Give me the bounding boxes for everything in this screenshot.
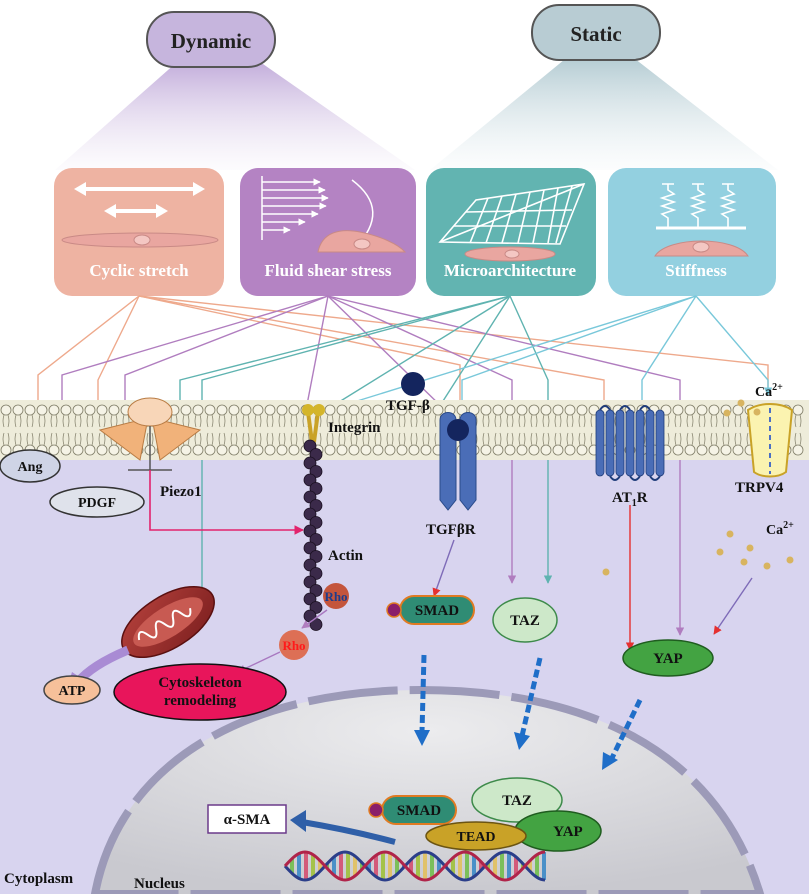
smad-nucleus-label: SMAD	[397, 803, 441, 819]
dynamic-cone	[55, 55, 415, 170]
cyclic-stretch-box: Cyclic stretch	[54, 168, 224, 296]
fluid-shear-box: Fluid shear stress	[240, 168, 416, 296]
rho-active: Rho	[323, 583, 349, 609]
atp-bubble	[43, 675, 101, 705]
actin-filament	[303, 439, 323, 631]
trpv4-to-yap-arrow	[713, 577, 753, 635]
trpv4-label: TRPV4	[735, 480, 784, 496]
atp-label: ATP	[59, 684, 86, 699]
yap-nucleus-label: YAP	[553, 824, 582, 840]
rho-2-label: Rho	[282, 638, 305, 653]
cytoskeleton-remodeling	[113, 663, 287, 721]
tead-label: TEAD	[457, 830, 496, 845]
at1r-receptor	[595, 405, 665, 481]
yap-label: YAP	[653, 651, 682, 667]
alpha-sma-box	[207, 804, 287, 834]
ca-inner-label: Ca2+	[766, 520, 794, 538]
ang-bubble	[0, 449, 61, 483]
smad-cytoplasm: SMAD	[386, 595, 475, 625]
integrin-label: Integrin	[328, 420, 381, 436]
nucleus-label: Nucleus	[134, 876, 185, 892]
alpha-sma-label: α-SMA	[224, 812, 271, 828]
cytoplasm-label: Cytoplasm	[4, 871, 74, 887]
static-cone	[430, 55, 778, 170]
smad-nucleus: SMAD	[368, 795, 457, 825]
rho-1-label: Rho	[324, 589, 347, 604]
nuclear-import-arrows	[419, 654, 643, 760]
microarchitecture-arrows	[175, 295, 553, 617]
tead-nucleus	[425, 821, 527, 851]
smad-to-sma-arrowhead	[290, 810, 306, 832]
bidirectional-arrow-icon	[74, 182, 205, 218]
stiffness-arrows	[311, 295, 773, 417]
cytoskeleton-label-1: Cytoskeleton	[158, 675, 242, 691]
fluid-shear-label: Fluid shear stress	[265, 261, 392, 280]
taz-label: TAZ	[510, 613, 540, 629]
actin-label: Actin	[328, 548, 364, 564]
taz-cytoplasm	[492, 597, 558, 643]
taz-nucleus	[471, 777, 563, 823]
dna-helix	[283, 850, 546, 882]
calcium-ions	[602, 399, 794, 576]
taz-nucleus-label: TAZ	[502, 793, 532, 809]
tgfbr-to-smad-arrow	[432, 539, 455, 597]
scaffold-icon	[438, 183, 586, 245]
integrin	[302, 404, 325, 443]
piezo1-label: Piezo1	[160, 484, 202, 500]
tgfbr-receptor	[439, 412, 477, 511]
microarchitecture-label: Microarchitecture	[444, 261, 577, 280]
smad-label: SMAD	[415, 603, 459, 619]
dynamic-label: Dynamic	[171, 29, 252, 53]
static-pill: Static	[531, 4, 661, 61]
ang-label: Ang	[18, 460, 43, 475]
pdgf-bubble	[49, 486, 145, 518]
at1r-label: AT1R	[612, 490, 648, 509]
springs-icon	[656, 183, 746, 230]
tgfbr-label: TGFβR	[426, 522, 476, 538]
dynamic-pill: Dynamic	[146, 11, 276, 68]
piezo-to-actin-arrow	[149, 470, 304, 535]
ca-top-label: Ca2+	[755, 382, 783, 400]
yap-cytoplasm	[622, 639, 714, 677]
trpv4-channel	[746, 403, 794, 478]
nuclear-import-arrowheads	[414, 730, 618, 770]
flow-lines-icon	[261, 176, 374, 249]
tgf-beta-label: TGF-β	[386, 398, 430, 414]
piezo1-channel	[98, 397, 202, 471]
rho-arrow	[301, 609, 328, 629]
cytoskeleton-label-2: remodeling	[164, 693, 237, 709]
stiffness-label: Stiffness	[665, 261, 727, 280]
smad-to-sma-arrow	[301, 819, 396, 845]
stiffness-box: Stiffness	[608, 168, 776, 296]
rho-inactive: Rho	[279, 630, 309, 660]
cyclic-stretch-label: Cyclic stretch	[89, 261, 189, 280]
tgf-beta-ligand	[401, 372, 425, 396]
pdgf-label: PDGF	[78, 496, 116, 511]
static-label: Static	[570, 22, 621, 46]
microarchitecture-box: Microarchitecture	[426, 168, 596, 296]
